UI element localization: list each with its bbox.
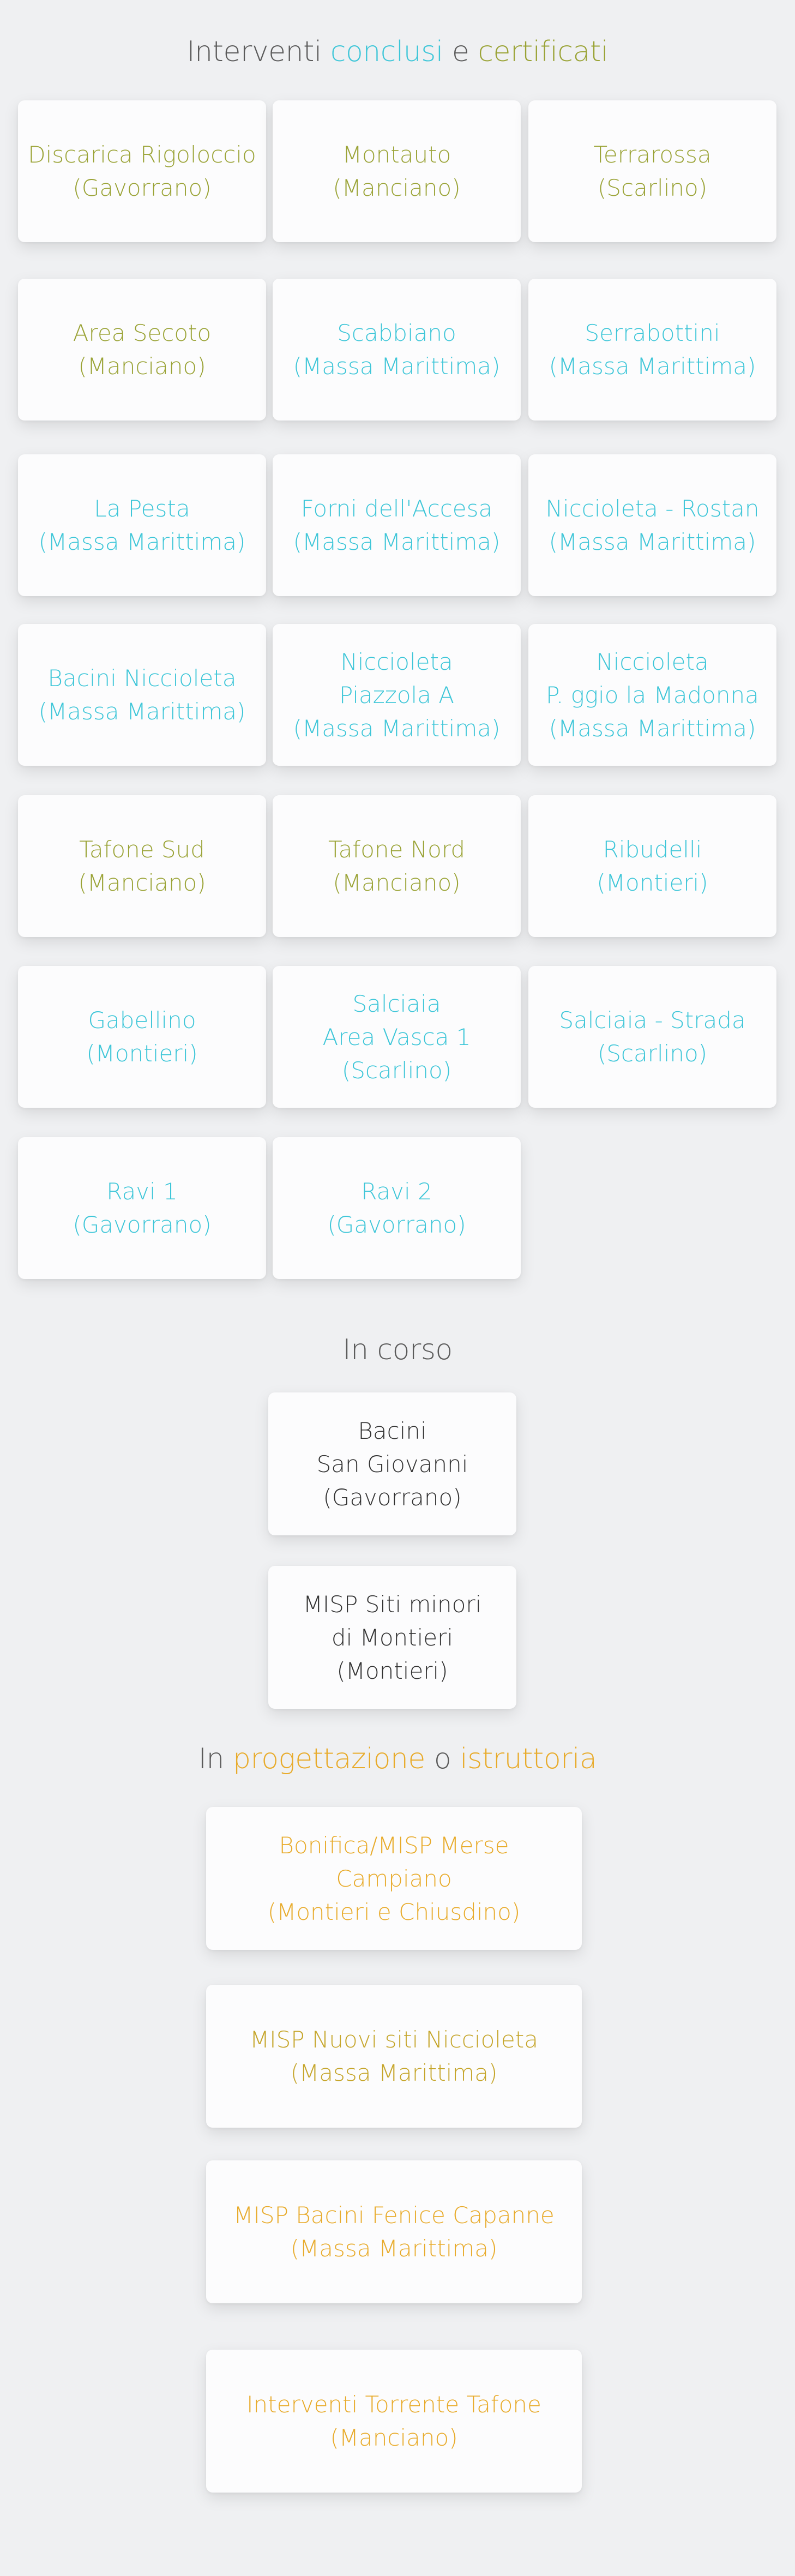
- completed-heading-certificati: certificati: [478, 35, 609, 68]
- project-card-label: MISP Bacini Fenice Capanne (Massa Maritt…: [233, 2202, 555, 2262]
- planned-heading-istruttoria: istruttoria: [460, 1743, 597, 1775]
- project-card-label: Niccioleta Piazzola A (Massa Marittima): [293, 648, 501, 742]
- project-card[interactable]: Discarica Rigoloccio (Gavorrano): [18, 100, 266, 242]
- project-card-label: Discarica Rigoloccio (Gavorrano): [28, 141, 256, 201]
- project-card[interactable]: Niccioleta P. ggio la Madonna (Massa Mar…: [528, 624, 776, 766]
- project-card[interactable]: Salciaia - Strada (Scarlino): [528, 966, 776, 1108]
- project-card-label: Area Secoto (Manciano): [73, 320, 212, 380]
- project-card-label: Forni dell'Accesa (Massa Marittima): [293, 495, 501, 555]
- project-card[interactable]: Ravi 2 (Gavorrano): [273, 1137, 521, 1279]
- project-card[interactable]: MISP Siti minori di Montieri (Montieri): [268, 1566, 516, 1709]
- project-card[interactable]: Ravi 1 (Gavorrano): [18, 1137, 266, 1279]
- completed-heading-prefix: Interventi: [186, 35, 330, 68]
- project-card[interactable]: MISP Nuovi siti Niccioleta (Massa Maritt…: [206, 1985, 582, 2128]
- completed-heading-and: e: [443, 35, 478, 68]
- project-card[interactable]: Gabellino (Montieri): [18, 966, 266, 1108]
- in-progress-heading: In corso: [342, 1334, 453, 1366]
- project-card[interactable]: Terrarossa (Scarlino): [528, 100, 776, 242]
- project-card-label: Tafone Sud (Manciano): [78, 836, 206, 896]
- project-card[interactable]: Ribudelli (Montieri): [528, 795, 776, 937]
- project-card[interactable]: Bonifica/MISP Merse Campiano (Montieri e…: [206, 1807, 582, 1950]
- project-card[interactable]: Montauto (Manciano): [273, 100, 521, 242]
- project-card-label: MISP Nuovi siti Niccioleta (Massa Maritt…: [250, 2026, 538, 2086]
- project-card-label: Ravi 1 (Gavorrano): [73, 1178, 212, 1238]
- completed-heading: Interventi conclusi e certificati: [0, 33, 795, 71]
- project-card-label: Bonifica/MISP Merse Campiano (Montieri e…: [267, 1832, 521, 1925]
- project-card-label: Gabellino (Montieri): [86, 1007, 198, 1067]
- project-card[interactable]: MISP Bacini Fenice Capanne (Massa Maritt…: [206, 2160, 582, 2303]
- project-card-label: Terrarossa (Scarlino): [593, 141, 712, 201]
- project-card[interactable]: Scabbiano (Massa Marittima): [273, 279, 521, 421]
- project-card-label: Ribudelli (Montieri): [597, 836, 708, 896]
- project-card[interactable]: Niccioleta Piazzola A (Massa Marittima): [273, 624, 521, 766]
- planned-heading-progettazione: progettazione: [233, 1743, 425, 1775]
- project-card-label: Ravi 2 (Gavorrano): [327, 1178, 466, 1238]
- project-card-label: Niccioleta - Rostan (Massa Marittima): [545, 495, 760, 555]
- project-card[interactable]: Tafone Nord (Manciano): [273, 795, 521, 937]
- project-card-label: Montauto (Manciano): [333, 141, 461, 201]
- project-card[interactable]: Interventi Torrente Tafone (Manciano): [206, 2350, 582, 2493]
- project-card[interactable]: Salciaia Area Vasca 1 (Scarlino): [273, 966, 521, 1108]
- project-card[interactable]: Tafone Sud (Manciano): [18, 795, 266, 937]
- project-card[interactable]: Niccioleta - Rostan (Massa Marittima): [528, 454, 776, 596]
- project-card[interactable]: Forni dell'Accesa (Massa Marittima): [273, 454, 521, 596]
- planned-heading-or: o: [425, 1743, 460, 1775]
- project-card-label: Interventi Torrente Tafone (Manciano): [246, 2391, 541, 2451]
- planned-heading: In progettazione o istruttoria: [0, 1740, 795, 1778]
- project-card-label: Salciaia - Strada (Scarlino): [559, 1007, 746, 1067]
- project-card-label: Scabbiano (Massa Marittima): [293, 320, 501, 380]
- project-card-label: La Pesta (Massa Marittima): [38, 495, 246, 555]
- project-card-label: Serrabottini (Massa Marittima): [549, 320, 756, 380]
- planned-heading-prefix: In: [198, 1743, 233, 1775]
- project-card-label: MISP Siti minori di Montieri (Montieri): [303, 1590, 482, 1684]
- completed-heading-conclusi: conclusi: [330, 35, 443, 68]
- project-card[interactable]: Serrabottini (Massa Marittima): [528, 279, 776, 421]
- project-card[interactable]: Area Secoto (Manciano): [18, 279, 266, 421]
- project-card-label: Bacini San Giovanni (Gavorrano): [316, 1417, 468, 1511]
- project-card-label: Niccioleta P. ggio la Madonna (Massa Mar…: [546, 648, 759, 742]
- project-card-label: Tafone Nord (Manciano): [328, 836, 466, 896]
- project-card-label: Bacini Niccioleta (Massa Marittima): [38, 665, 246, 725]
- project-card[interactable]: Bacini San Giovanni (Gavorrano): [268, 1392, 516, 1535]
- project-card-label: Salciaia Area Vasca 1 (Scarlino): [322, 990, 471, 1084]
- project-card[interactable]: Bacini Niccioleta (Massa Marittima): [18, 624, 266, 766]
- project-card[interactable]: La Pesta (Massa Marittima): [18, 454, 266, 596]
